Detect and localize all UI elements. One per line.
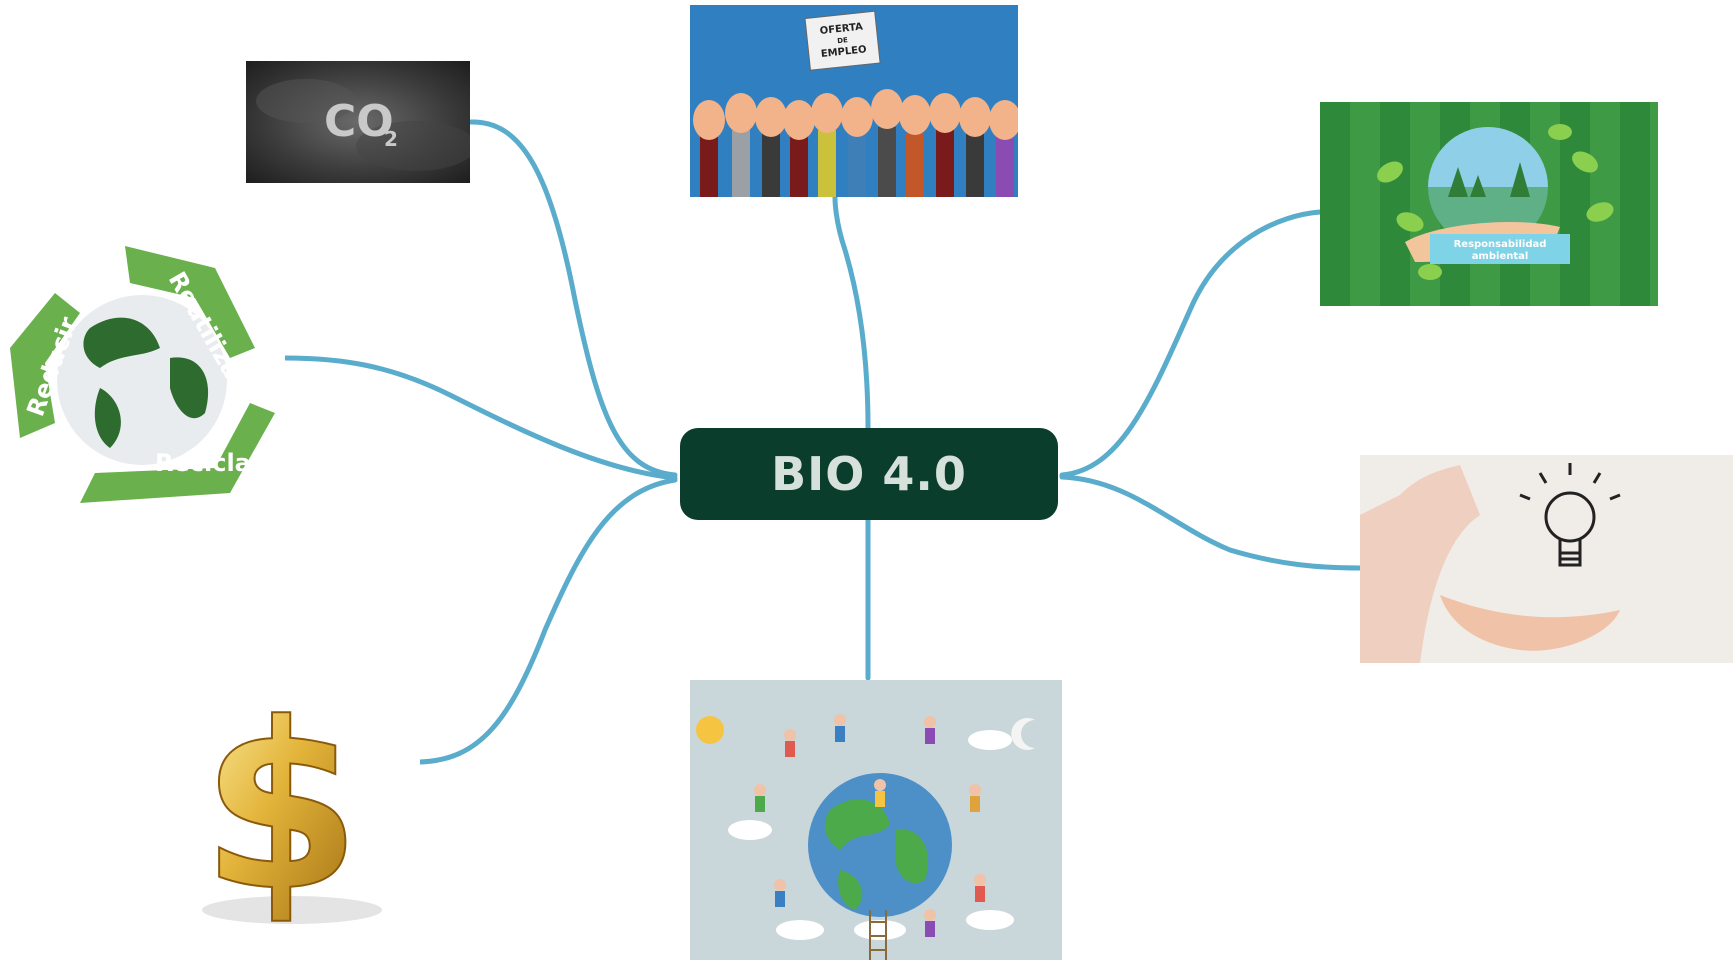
recycle-arrows [10, 246, 275, 503]
sign-line-3: EMPLEO [820, 44, 867, 60]
hands [693, 89, 1018, 140]
raised-hands-image: OFERTA DE EMPLEO [690, 5, 1018, 197]
dollar-glyph: $ [201, 675, 361, 942]
sign-line-2: DE [837, 36, 849, 45]
co2-image-node[interactable]: CO 2 [246, 61, 470, 183]
recycle-globe-image: Reutilizar Reducir Reciclar [10, 246, 275, 503]
people [754, 714, 986, 937]
connector-money [417, 477, 678, 765]
leaves [1377, 124, 1614, 280]
sun-icon [696, 716, 724, 744]
community-image-node[interactable] [690, 680, 1062, 960]
sign-line-1: OFERTA [819, 22, 863, 37]
connector-environment [1059, 209, 1323, 478]
clouds [728, 730, 1014, 940]
connector-co2 [467, 119, 678, 478]
job-offer-image-node[interactable]: OFERTA DE EMPLEO [690, 5, 1018, 197]
co2-smoke-image: CO 2 [246, 61, 470, 183]
banner-line-1: Responsabilidad [1454, 239, 1547, 250]
connector-innovation [1059, 474, 1363, 571]
money-image-node[interactable]: $ [142, 665, 420, 943]
central-topic-label: BIO 4.0 [771, 447, 967, 501]
banner [1430, 234, 1570, 264]
sign-board: OFERTA DE EMPLEO [804, 10, 881, 71]
environment-image-node[interactable]: Responsabilidad ambiental [1320, 102, 1658, 306]
recycle-image-node[interactable]: Reutilizar Reducir Reciclar [0, 238, 285, 513]
connector-job-offer [832, 194, 871, 431]
reciclar-label: Reciclar [155, 449, 263, 477]
moon-icon [1011, 718, 1035, 750]
hand [1440, 595, 1620, 651]
people-around-earth-image [690, 680, 1062, 960]
innovation-image-node[interactable] [1360, 455, 1733, 663]
banner-line-2: ambiental [1472, 251, 1529, 262]
co2-subscript: 2 [384, 127, 398, 151]
dollar-sign-image: $ [200, 674, 382, 943]
earth-in-hand-image: Responsabilidad ambiental [1320, 102, 1658, 306]
central-topic[interactable]: BIO 4.0 [680, 428, 1058, 520]
connector-recycle [282, 355, 678, 481]
lightbulb-hand-image [1360, 455, 1733, 663]
lightbulb-icon [1519, 463, 1621, 567]
ladder [869, 910, 887, 960]
co2-text: CO [324, 96, 394, 147]
arms [700, 127, 1014, 197]
